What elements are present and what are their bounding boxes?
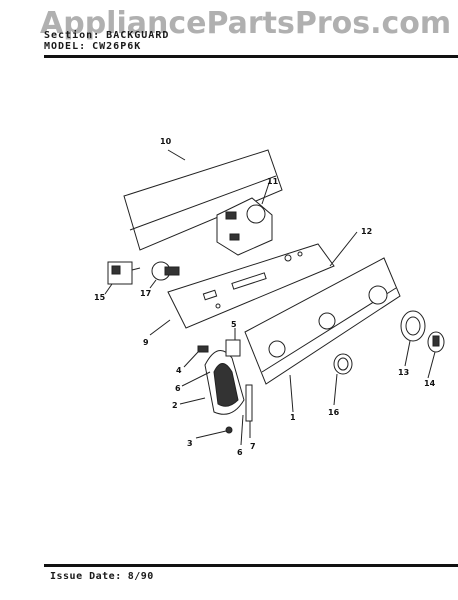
model-label: MODEL: <box>44 41 87 52</box>
model-header: MODEL: CW26P6K <box>44 41 141 52</box>
callout-7: 7 <box>250 442 256 451</box>
part-13-ring <box>400 310 426 367</box>
part-9-control-panel <box>149 243 335 336</box>
callout-9: 9 <box>143 338 149 347</box>
callout-17: 17 <box>140 289 151 298</box>
part-2-end-cap <box>179 328 245 415</box>
leader-12 <box>329 231 358 267</box>
part-11-timer <box>216 179 273 256</box>
callout-3: 3 <box>187 439 193 448</box>
callout-14: 14 <box>424 379 436 388</box>
callout-15: 15 <box>94 293 106 302</box>
watermark: AppliancePartsPros.com <box>40 6 452 41</box>
callout-6-upper: 6 <box>175 384 181 393</box>
part-17-selector <box>149 261 180 289</box>
issue-label: Issue Date: <box>50 571 122 582</box>
part-10-top-cover <box>123 149 283 251</box>
issue-value: 8/90 <box>127 571 154 582</box>
part-14-knob <box>427 331 445 379</box>
issue-date: Issue Date: 8/90 <box>50 571 154 582</box>
model-value: CW26P6K <box>92 41 142 52</box>
callout-12: 12 <box>361 227 372 236</box>
part-3-screw <box>195 426 233 439</box>
callout-13: 13 <box>398 368 409 377</box>
part-7-strip <box>240 384 253 446</box>
section-label: Section: <box>44 30 101 41</box>
part-1-console <box>244 257 401 413</box>
callout-11: 11 <box>267 177 279 186</box>
part-4-screw <box>183 345 209 368</box>
callout-1: 1 <box>290 413 296 422</box>
top-rule <box>44 55 458 58</box>
callout-2: 2 <box>172 401 178 410</box>
section-header: Section: BACKGUARD <box>44 30 169 41</box>
part-15-switch <box>104 261 141 295</box>
part-6-clip <box>181 371 211 387</box>
bottom-rule <box>44 564 458 567</box>
callout-6-lower: 6 <box>237 448 243 457</box>
callout-16: 16 <box>328 408 340 417</box>
callout-10: 10 <box>160 137 172 146</box>
callout-5: 5 <box>231 320 237 329</box>
section-value: BACKGUARD <box>106 30 170 41</box>
part-16-knob <box>333 353 353 406</box>
callout-4: 4 <box>176 366 182 375</box>
